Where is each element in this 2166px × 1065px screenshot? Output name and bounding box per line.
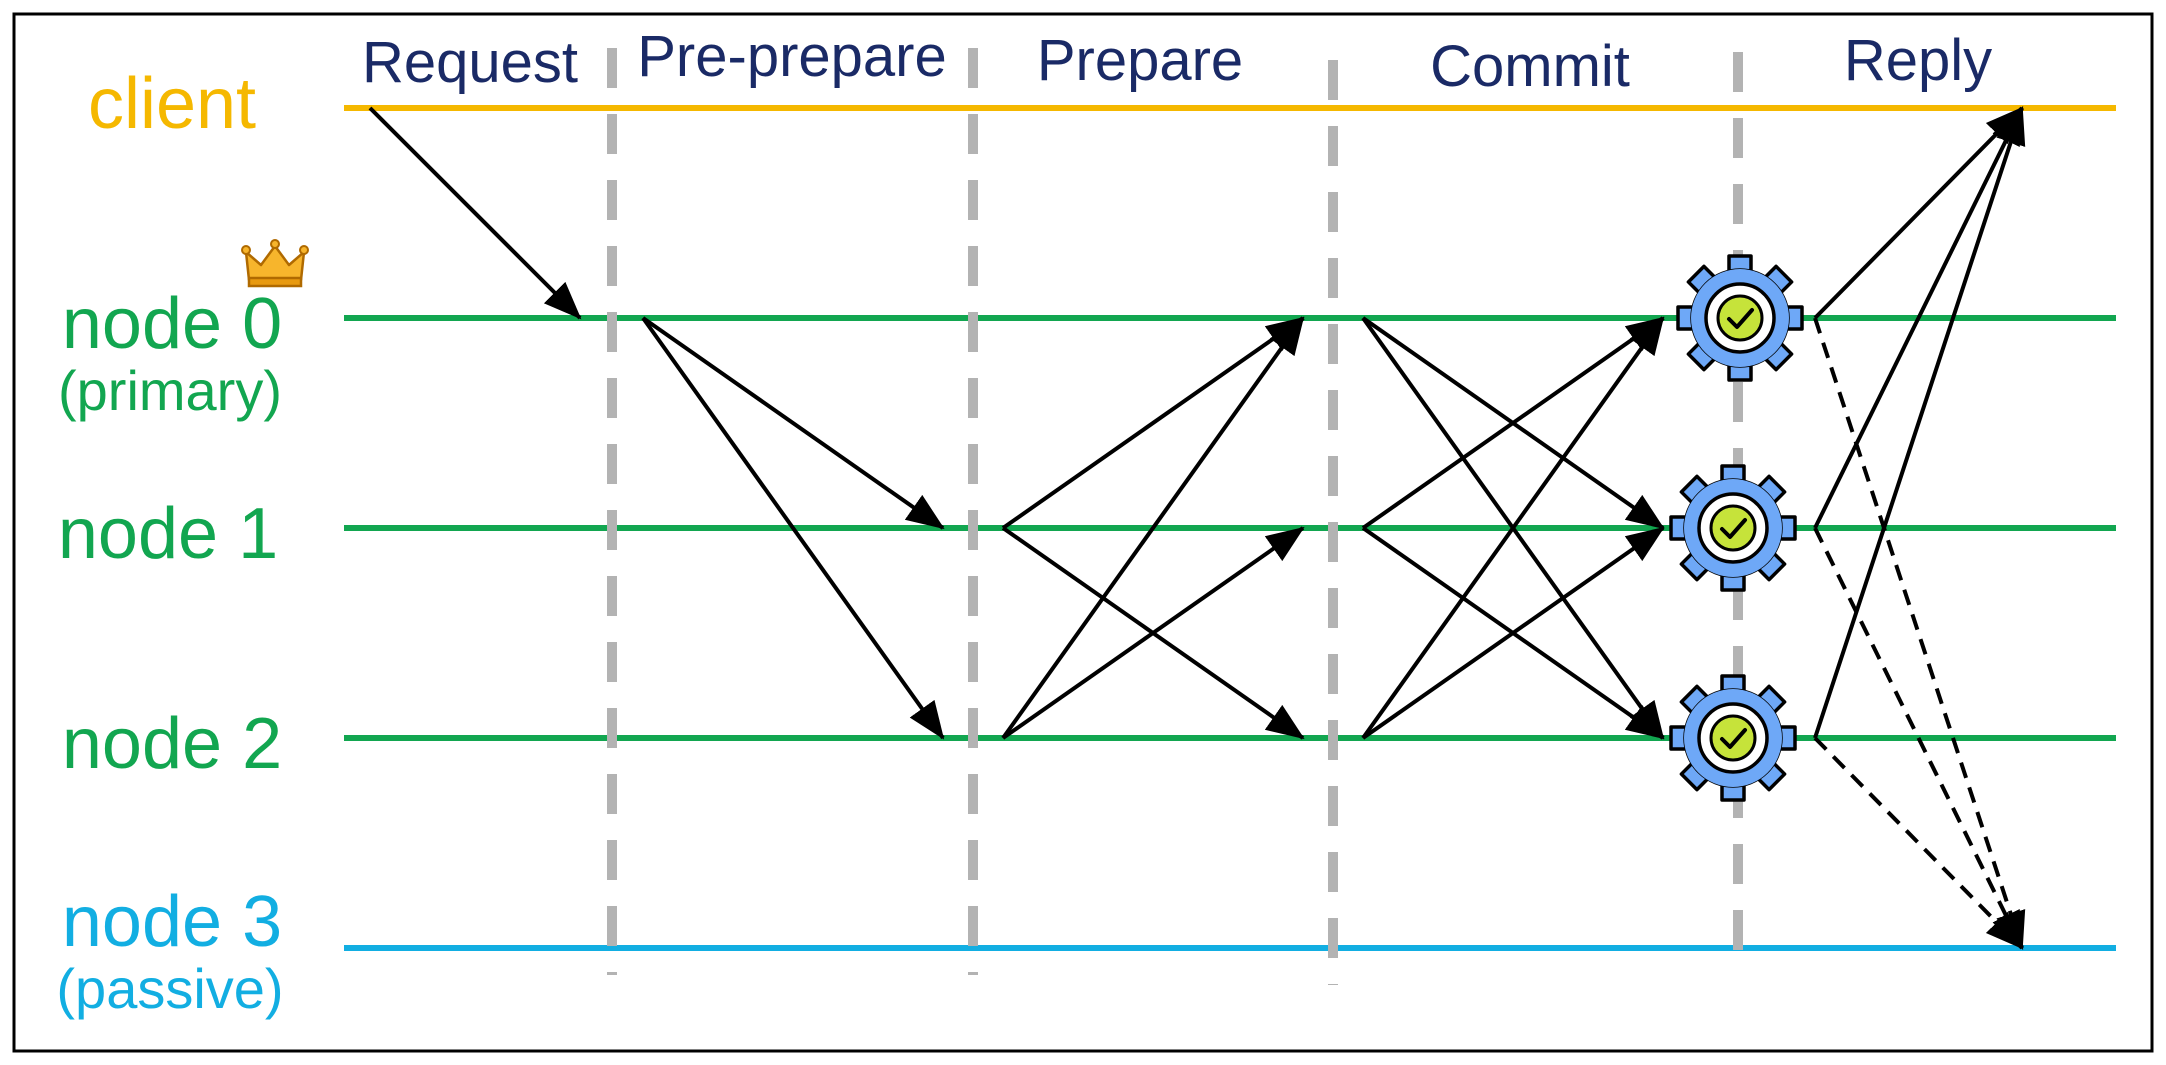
phase-label-prepare: Prepare bbox=[1037, 28, 1243, 93]
arrow-commit-node2-to-node0 bbox=[1361, 316, 1665, 740]
arrow-prepare-node2-to-node0 bbox=[1001, 316, 1305, 740]
lane-label-node1: node 1 bbox=[58, 494, 278, 574]
phase-label-reply: Reply bbox=[1844, 28, 1992, 93]
lane-label-node0: node 0 bbox=[62, 284, 282, 364]
crown-icon bbox=[241, 239, 309, 288]
arrow-prepare-node1-to-node0 bbox=[1001, 316, 1305, 530]
arrow-reply-node1-to-node3 bbox=[1813, 527, 2024, 950]
gear-check-icon bbox=[1671, 466, 1795, 590]
arrow-reply-node2-to-client bbox=[1813, 106, 2026, 739]
phase-label-request: Request bbox=[362, 30, 578, 95]
arrow-reply-node0-to-client bbox=[1813, 106, 2024, 320]
lane-label-node3-role: (passive) bbox=[56, 957, 283, 1020]
arrow-commit-node1-to-node0 bbox=[1361, 316, 1665, 530]
arrow-reply-node2-to-node3 bbox=[1813, 736, 2024, 950]
arrow-request-client-to-node0 bbox=[368, 106, 582, 320]
phase-label-commit: Commit bbox=[1430, 34, 1630, 99]
gear-check-icon bbox=[1678, 256, 1802, 380]
arrow-pre-prepare-node0-to-node1 bbox=[641, 316, 945, 530]
lane-label-node2: node 2 bbox=[62, 704, 282, 784]
phase-label-pre-prepare: Pre-prepare bbox=[637, 24, 946, 89]
arrow-reply-node1-to-client bbox=[1813, 106, 2024, 529]
diagram-frame bbox=[12, 12, 2154, 1053]
lane-label-client: client bbox=[88, 64, 256, 144]
arrow-reply-node0-to-node3 bbox=[1813, 317, 2026, 950]
arrow-commit-node2-to-node1 bbox=[1361, 526, 1665, 740]
arrow-prepare-node2-to-node1 bbox=[1001, 526, 1305, 740]
message-arrows bbox=[368, 106, 2026, 950]
lane-label-node3: node 3 bbox=[62, 882, 282, 962]
phase-dividers bbox=[607, 48, 1743, 985]
arrow-pre-prepare-node0-to-node2 bbox=[641, 316, 945, 740]
lane-label-node0-role: (primary) bbox=[58, 359, 282, 422]
gear-check-icon bbox=[1671, 676, 1795, 800]
